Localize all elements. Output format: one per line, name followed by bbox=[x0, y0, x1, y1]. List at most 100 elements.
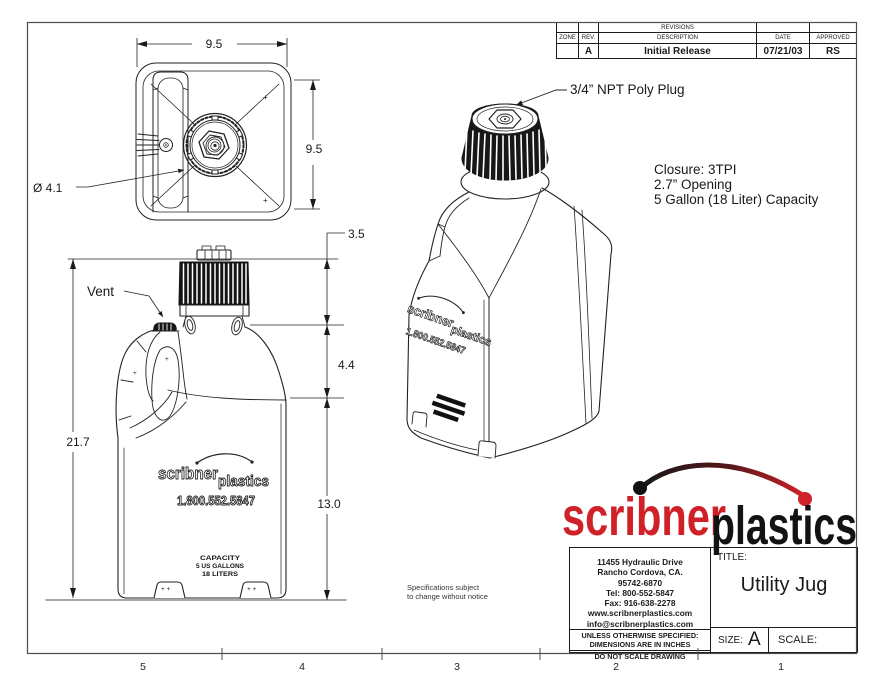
drawing-title: Utility Jug bbox=[740, 574, 828, 596]
zone-number-5: 5 bbox=[140, 661, 146, 673]
front-view-dimensions: 21.7 3.5 4.4 13.0 Vent bbox=[66, 227, 365, 600]
revision-row: A Initial Release 07/21/03 RS bbox=[557, 44, 856, 58]
revision-approved: RS bbox=[826, 45, 840, 57]
spec-change-note: Specifications subject to change without… bbox=[407, 583, 488, 601]
svg-text:+ +: + + bbox=[161, 586, 171, 593]
dim-shoulder-height: 4.4 bbox=[338, 358, 355, 372]
foot-left bbox=[153, 581, 186, 599]
vent-label: Vent bbox=[87, 284, 114, 299]
logo-dot-red bbox=[798, 492, 812, 506]
isometric-view: scribner plastics 1.800.552.5847 bbox=[404, 103, 613, 459]
svg-text:scribner: scribner bbox=[405, 301, 455, 331]
label-capacity-1: CAPACITY bbox=[200, 555, 241, 562]
closure-line-2: 2.7” Opening bbox=[654, 177, 732, 192]
dim-top-width: 9.5 bbox=[206, 37, 223, 51]
revision-zone bbox=[557, 44, 579, 58]
logo-swoosh bbox=[638, 462, 807, 499]
do-not-scale-note: DO NOT SCALE DRAWING bbox=[570, 649, 710, 663]
dim-body-height: 13.0 bbox=[317, 497, 341, 511]
label-swoosh bbox=[196, 453, 253, 464]
title-cell: TITLE: Utility Jug bbox=[711, 548, 857, 627]
iso-panel-lines bbox=[573, 205, 593, 424]
title-block-left: 11455 Hydraulic Drive Rancho Cordova, CA… bbox=[570, 548, 711, 661]
zone-number-3: 3 bbox=[454, 661, 460, 673]
cap-loops bbox=[184, 315, 243, 336]
label-capacity-2: 5 US GALLONS bbox=[196, 563, 245, 570]
revisions-title-row: REVISIONS bbox=[557, 23, 856, 33]
iso-annotations: 3/4” NPT Poly Plug Closure: 3TPI 2.7” Op… bbox=[515, 82, 819, 207]
revision-description: Initial Release bbox=[599, 44, 757, 58]
company-address: 11455 Hydraulic Drive Rancho Cordova, CA… bbox=[570, 548, 710, 629]
label-brand-left: scribner bbox=[158, 464, 218, 483]
svg-text:+: + bbox=[133, 370, 137, 377]
iso-shoulder-facets bbox=[437, 188, 542, 299]
jug-body bbox=[115, 326, 287, 599]
label-capacity-3: 18 LITERS bbox=[202, 571, 239, 578]
cap-knob bbox=[196, 245, 232, 261]
spec-note: UNLESS OTHERWISE SPECIFIED: DIMENSIONS A… bbox=[570, 629, 710, 650]
title-block-right: TITLE: Utility Jug SIZE: A SCALE: bbox=[711, 548, 857, 652]
svg-text:+: + bbox=[165, 356, 169, 363]
vent-cap bbox=[150, 322, 180, 332]
cap-collar bbox=[179, 304, 250, 317]
logo-plastics: plastics bbox=[711, 496, 857, 556]
plug-label: 3/4” NPT Poly Plug bbox=[570, 82, 685, 97]
closure-line-3: 5 Gallon (18 Liter) Capacity bbox=[654, 192, 819, 207]
company-email: info@scribnerplastics.com bbox=[586, 618, 694, 629]
handle-opening bbox=[151, 346, 180, 421]
revisions-header-row: ZONE REV. DESCRIPTION DATE APPROVED bbox=[557, 33, 856, 44]
dim-line-3-5 bbox=[326, 232, 345, 325]
revision-date: 07/21/03 bbox=[757, 44, 810, 58]
jug-handle bbox=[118, 331, 188, 439]
dim-overall-height: 21.7 bbox=[66, 435, 90, 449]
logo-scribner: scribner bbox=[562, 487, 726, 547]
plug-leader bbox=[515, 89, 567, 106]
svg-text:Specifications subject: Specifications subject bbox=[407, 583, 480, 592]
jug-cap bbox=[178, 261, 250, 306]
dim-cap-height: 3.5 bbox=[348, 227, 365, 241]
cap-tabs bbox=[186, 115, 244, 175]
iso-jug-label: scribner plastics 1.800.552.5847 bbox=[404, 295, 493, 423]
front-view: + + + + + + scribner plastics 1.800.552.… bbox=[45, 245, 347, 601]
shoulder-crease bbox=[167, 389, 287, 401]
zone-number-4: 4 bbox=[299, 661, 305, 673]
diameter-leader bbox=[76, 168, 185, 188]
label-phone: 1.800.552.5847 bbox=[177, 494, 255, 508]
dim-spout-diameter: Ø 4.1 bbox=[33, 181, 63, 195]
vent-top bbox=[136, 133, 173, 157]
zone-number-1: 1 bbox=[778, 661, 784, 673]
iso-cap-ribs bbox=[464, 126, 547, 181]
title-label: TITLE: bbox=[717, 552, 748, 563]
col-date: DATE bbox=[757, 33, 810, 43]
iso-foot-notch bbox=[477, 440, 497, 459]
revisions-table: REVISIONS ZONE REV. DESCRIPTION DATE APP… bbox=[556, 22, 857, 59]
handle-column-top bbox=[152, 71, 189, 213]
svg-text:+: + bbox=[263, 93, 268, 102]
svg-text:to change without notice: to change without notice bbox=[407, 592, 488, 601]
size-cell: SIZE: A bbox=[711, 628, 769, 652]
iso-body bbox=[406, 187, 613, 459]
iso-plug bbox=[488, 109, 522, 129]
foot-right bbox=[239, 581, 272, 599]
cap-ribs bbox=[182, 263, 247, 304]
col-zone: ZONE bbox=[557, 33, 579, 43]
svg-text:+ +: + + bbox=[247, 586, 257, 593]
label-brand-right: plastics bbox=[218, 473, 269, 490]
iso-handle bbox=[428, 197, 470, 262]
revision-rev: A bbox=[579, 44, 599, 58]
zone-ticks bbox=[221, 648, 699, 660]
zone-numbers: 5 4 3 2 1 bbox=[140, 661, 784, 673]
col-rev: REV. bbox=[579, 33, 599, 43]
title-block: 11455 Hydraulic Drive Rancho Cordova, CA… bbox=[569, 547, 858, 661]
sheet-size: A bbox=[748, 629, 761, 650]
front-jug-label: scribner plastics 1.800.552.5847 CAPACIT… bbox=[158, 453, 269, 578]
plug-hex-inner bbox=[202, 134, 226, 156]
closure-line-1: Closure: 3TPI bbox=[654, 162, 737, 177]
plug-hex-outer bbox=[198, 130, 230, 160]
col-description: DESCRIPTION bbox=[599, 33, 757, 43]
sheet-frame bbox=[26, 21, 858, 660]
vent-leader bbox=[123, 290, 164, 318]
scale-cell: SCALE: bbox=[778, 634, 818, 646]
corner-ribs bbox=[150, 83, 280, 207]
